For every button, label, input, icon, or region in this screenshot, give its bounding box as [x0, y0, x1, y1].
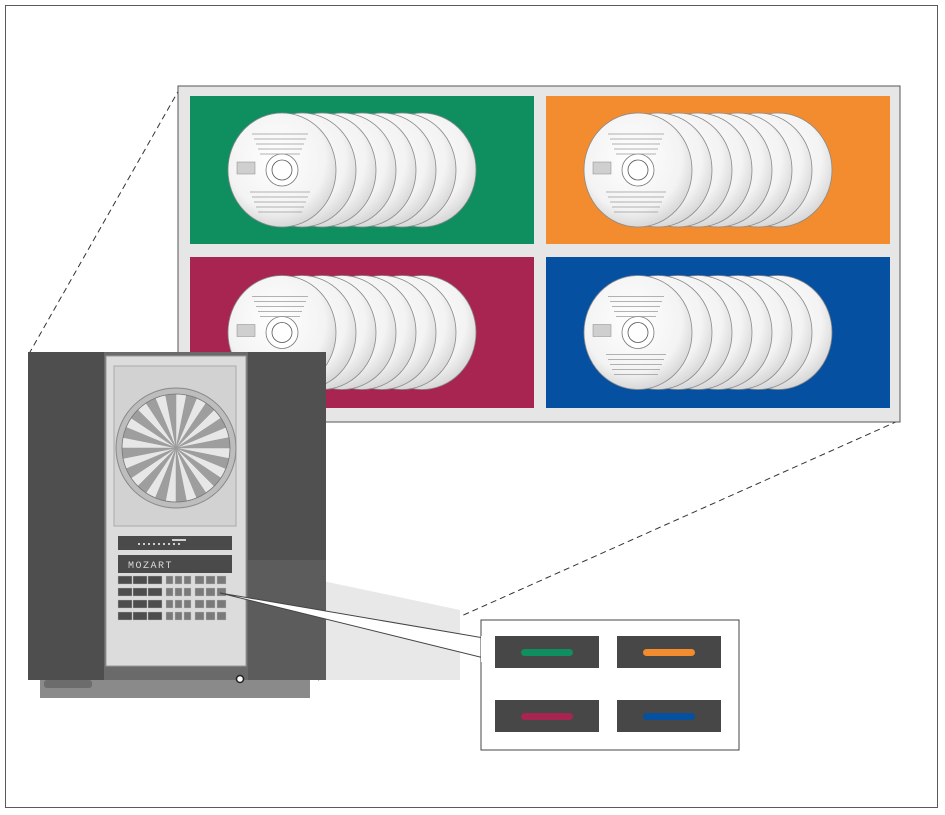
- color-key-bar: [643, 713, 695, 720]
- keypad-key[interactable]: [216, 611, 227, 621]
- keypad-key[interactable]: [165, 599, 174, 609]
- keypad-key[interactable]: [205, 575, 216, 585]
- cabinet-right-lower: [246, 560, 326, 680]
- keypad-key[interactable]: [117, 575, 133, 585]
- cabinet-right-panel: [246, 352, 326, 560]
- status-dot: [143, 543, 145, 545]
- keypad-key[interactable]: [147, 587, 163, 597]
- cd-logo-icon: [236, 161, 256, 175]
- cd-logo-icon: [592, 324, 612, 337]
- color-key-blue[interactable]: [617, 700, 721, 732]
- keypad-key[interactable]: [147, 599, 163, 609]
- status-bar: [172, 539, 186, 541]
- keypad-key[interactable]: [194, 599, 205, 609]
- keypad-key[interactable]: [165, 611, 174, 621]
- keypad-key[interactable]: [132, 587, 148, 597]
- cd-disc-icon: [583, 112, 693, 228]
- keypad-key[interactable]: [205, 611, 216, 621]
- keypad-key[interactable]: [132, 611, 148, 621]
- keypad-key[interactable]: [183, 575, 192, 585]
- status-dot: [168, 543, 170, 545]
- keypad-key[interactable]: [147, 575, 163, 585]
- status-dot: [148, 543, 150, 545]
- base-foot: [44, 680, 92, 688]
- keypad-key[interactable]: [117, 611, 133, 621]
- zoom-guide-line-bottom: [317, 420, 899, 681]
- zoom-guide-line-top: [29, 87, 181, 353]
- keypad-key[interactable]: [132, 575, 148, 585]
- keypad-key[interactable]: [174, 575, 183, 585]
- keypad-key[interactable]: [216, 575, 227, 585]
- keypad-key[interactable]: [117, 599, 133, 609]
- keypad-key[interactable]: [174, 611, 183, 621]
- cd-disc-icon: [227, 112, 337, 228]
- status-dot: [138, 543, 140, 545]
- disc-wheel-icon: [115, 387, 237, 509]
- status-dot: [173, 543, 175, 545]
- keypad-key[interactable]: [205, 587, 216, 597]
- text-display: [118, 555, 232, 573]
- keypad-key[interactable]: [183, 587, 192, 597]
- cd-logo-icon: [236, 324, 256, 337]
- color-key-bar: [643, 649, 695, 656]
- keypad-key[interactable]: [216, 599, 227, 609]
- keypad: [117, 575, 227, 621]
- keypad-key[interactable]: [194, 575, 205, 585]
- color-key-callout: [219, 592, 740, 751]
- color-key-bar: [521, 713, 573, 720]
- keypad-key[interactable]: [165, 587, 174, 597]
- status-dot: [153, 543, 155, 545]
- keypad-key[interactable]: [183, 611, 192, 621]
- figure-border: [5, 5, 938, 808]
- keypad-key[interactable]: [174, 599, 183, 609]
- keypad-key[interactable]: [165, 575, 174, 585]
- keypad-key[interactable]: [117, 587, 133, 597]
- status-dot: [163, 543, 165, 545]
- cabinet-left-panel: [28, 352, 106, 680]
- cd-player-device: MOZART: [28, 352, 460, 698]
- keypad-key[interactable]: [194, 611, 205, 621]
- headphone-jack-icon: [235, 674, 245, 684]
- disc-group-green: [190, 96, 534, 244]
- status-dot: [178, 543, 180, 545]
- status-dot: [158, 543, 160, 545]
- keypad-key[interactable]: [205, 599, 216, 609]
- keypad-key[interactable]: [174, 587, 183, 597]
- cd-disc-icon: [583, 275, 693, 390]
- cd-logo-icon: [592, 161, 612, 175]
- display-text: MOZART: [128, 561, 173, 572]
- disc-group-orange: [546, 96, 890, 244]
- keypad-key[interactable]: [183, 599, 192, 609]
- keypad-key[interactable]: [147, 611, 163, 621]
- color-key-green[interactable]: [495, 636, 599, 668]
- color-key-orange[interactable]: [617, 636, 721, 668]
- keypad-key[interactable]: [194, 587, 205, 597]
- keypad-key[interactable]: [132, 599, 148, 609]
- color-key-crimson[interactable]: [495, 700, 599, 732]
- disc-group-blue: [546, 257, 890, 408]
- color-key-bar: [521, 649, 573, 656]
- keypad-key[interactable]: [216, 587, 227, 597]
